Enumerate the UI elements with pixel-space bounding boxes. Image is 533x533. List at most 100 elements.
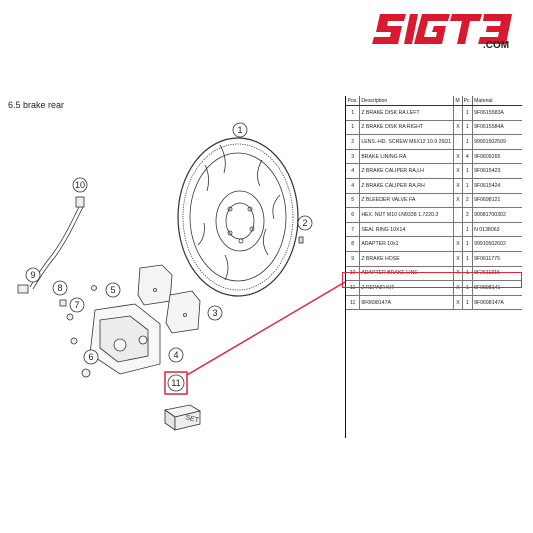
header-m: M — [453, 96, 463, 106]
repair-kit-box — [164, 404, 202, 431]
description-cell: Z BRAKE HOSE — [359, 251, 454, 267]
brake-caliper — [89, 303, 161, 375]
description-cell: SEAL RING 10X14 — [359, 222, 454, 238]
callout-6: 6 — [83, 349, 99, 365]
pc-cell: 1 — [461, 222, 473, 238]
svg-text:3: 3 — [212, 308, 217, 318]
kit-label: SET — [184, 414, 200, 424]
m-cell: X — [453, 120, 463, 136]
material-cell: 9F0611775 — [472, 251, 522, 267]
pos-cell: 1 — [346, 105, 360, 121]
description-cell: LENS.-HD. SCREW M6X12 10.9 26D1 — [359, 134, 454, 150]
pos-cell: 4 — [346, 163, 360, 179]
svg-text:2: 2 — [302, 218, 307, 228]
pos-cell: 2 — [346, 134, 360, 150]
pc-cell: 1 — [461, 134, 473, 150]
m-cell — [453, 222, 463, 238]
m-cell: X — [453, 251, 463, 267]
material-cell: 9F0615423 — [472, 163, 522, 179]
description-cell: 9F0698147A — [359, 295, 454, 311]
material-cell: 9F0698147A — [472, 295, 522, 311]
m-cell: X — [453, 163, 463, 179]
table-header-row: Pos. Description M Pc. Material — [346, 96, 522, 106]
header-pos: Pos. — [346, 96, 360, 106]
pos-cell: 1 — [346, 120, 360, 136]
description-cell: Z BLEEDER VALVE FA — [359, 193, 454, 209]
description-cell: HEX. NUT M10 LN9338 1.7220.3 — [359, 207, 454, 223]
callout-1: 1 — [232, 122, 248, 138]
small-fittings — [59, 285, 97, 378]
callout-8: 8 — [52, 280, 68, 296]
pc-cell: 1 — [461, 105, 473, 121]
material-cell: 9F2611315 — [472, 266, 522, 282]
screw-part — [298, 236, 304, 244]
svg-text:5: 5 — [110, 285, 115, 295]
description-cell: Z BRAKE DISK RA LEFT — [359, 105, 454, 121]
svg-text:9: 9 — [30, 270, 35, 280]
material-cell: 99910502602 — [472, 236, 522, 252]
svg-text:10: 10 — [75, 180, 85, 190]
svg-text:8: 8 — [57, 283, 62, 293]
callout-3: 3 — [207, 305, 223, 321]
material-cell: 9F0615583A — [472, 105, 522, 121]
divider-line — [345, 96, 346, 438]
pc-cell: 1 — [461, 266, 473, 282]
pc-cell: 4 — [461, 149, 473, 165]
svg-text:6: 6 — [88, 352, 93, 362]
pc-cell: 1 — [461, 163, 473, 179]
brake-hose — [17, 196, 85, 294]
callout-11: 11 — [164, 371, 188, 395]
pc-cell: 2 — [461, 193, 473, 209]
site-logo[interactable] — [372, 10, 516, 54]
pos-cell: 7 — [346, 222, 360, 238]
pos-cell: 4 — [346, 178, 360, 194]
highlighted-row-frame — [342, 272, 522, 288]
m-cell: X — [453, 193, 463, 209]
svg-text:7: 7 — [74, 300, 79, 310]
callout-10: 10 — [72, 177, 88, 193]
description-cell: Z BRAKE CALIPER RA,RH — [359, 178, 454, 194]
m-cell — [453, 134, 463, 150]
brake-pads — [137, 264, 201, 334]
material-cell: 9F0698121 — [472, 193, 522, 209]
m-cell: X — [453, 266, 463, 282]
callout-7: 7 — [69, 297, 85, 313]
svg-text:4: 4 — [173, 350, 178, 360]
pos-cell: 10 — [346, 266, 360, 282]
callout-2: 2 — [297, 215, 313, 231]
pos-cell: 9 — [346, 251, 360, 267]
description-cell: ADAPTER 10x1 — [359, 236, 454, 252]
material-cell: N 0138063 — [472, 222, 522, 238]
svg-text:1: 1 — [237, 125, 242, 135]
m-cell: X — [453, 236, 463, 252]
pos-cell: 8 — [346, 236, 360, 252]
header-pc: Pc. — [461, 96, 473, 106]
pos-cell: 3 — [346, 149, 360, 165]
pos-cell: 11 — [346, 295, 360, 311]
logo-suffix: .COM — [483, 40, 510, 51]
header-description: Description — [359, 96, 454, 106]
material-cell: 9F0615584A — [472, 120, 522, 136]
pc-cell: 1 — [461, 178, 473, 194]
highlight-leader-line — [186, 281, 345, 376]
m-cell: X — [453, 295, 463, 311]
pos-cell: 6 — [346, 207, 360, 223]
logo-shapes — [372, 14, 512, 44]
m-cell: X — [453, 178, 463, 194]
description-cell: Z BRAKE DISK RA RIGHT — [359, 120, 454, 136]
material-cell: 90081700302 — [472, 207, 522, 223]
